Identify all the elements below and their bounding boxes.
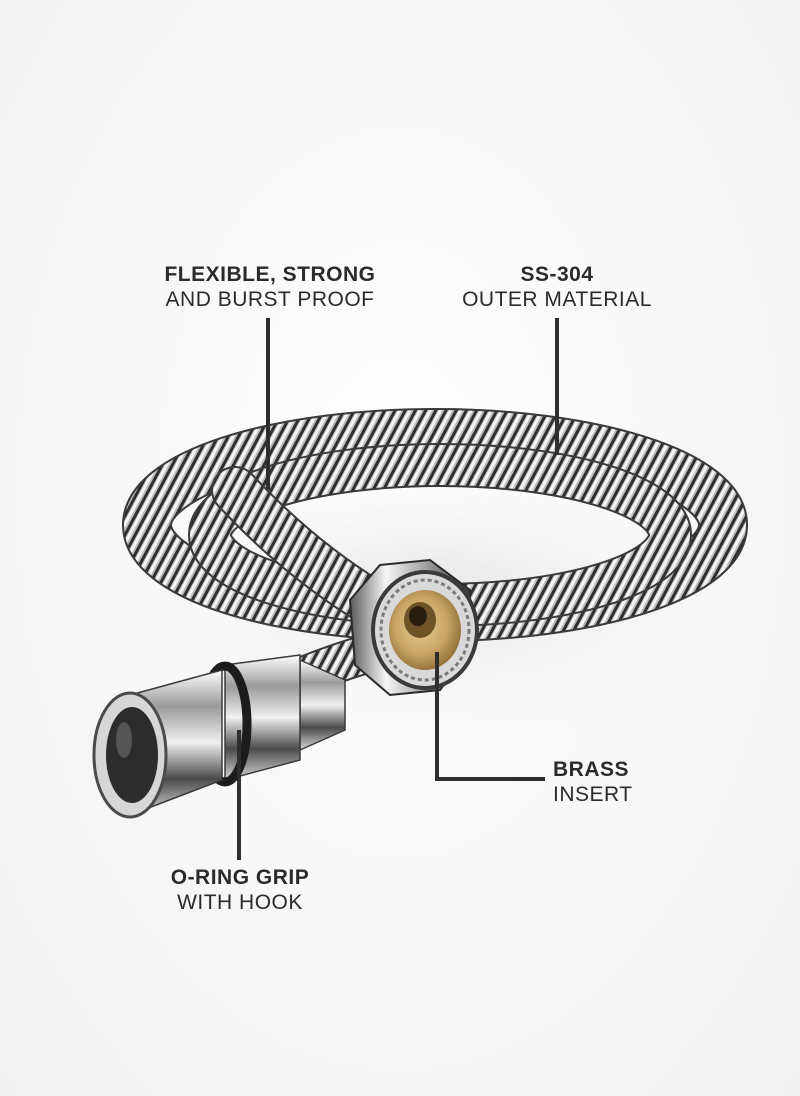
callout-oring: O-RING GRIP WITH HOOK (160, 865, 320, 915)
callout-brass-title: BRASS (553, 758, 630, 781)
callout-material: SS-304 OUTER MATERIAL (450, 262, 664, 312)
callout-flexible-title: FLEXIBLE, STRONG (164, 263, 376, 286)
callout-oring-title: O-RING GRIP (170, 866, 310, 889)
callout-brass-subtitle: INSERT (553, 783, 633, 806)
callout-material-title: SS-304 (520, 263, 594, 286)
brass-insert (389, 590, 461, 670)
callout-flexible-subtitle: AND BURST PROOF (165, 288, 375, 311)
leader-line-brass-horizontal (435, 777, 545, 781)
leader-line-oring (237, 730, 241, 860)
hose-end-cap (92, 669, 223, 819)
callout-flexible: FLEXIBLE, STRONG AND BURST PROOF (158, 262, 382, 312)
callout-brass: BRASS INSERT (553, 757, 653, 807)
leader-line-flexible (266, 318, 270, 490)
leader-line-brass-vertical (435, 652, 439, 780)
callout-oring-subtitle: WITH HOOK (177, 891, 303, 914)
callout-material-subtitle: OUTER MATERIAL (462, 288, 652, 311)
leader-line-material (555, 318, 559, 455)
